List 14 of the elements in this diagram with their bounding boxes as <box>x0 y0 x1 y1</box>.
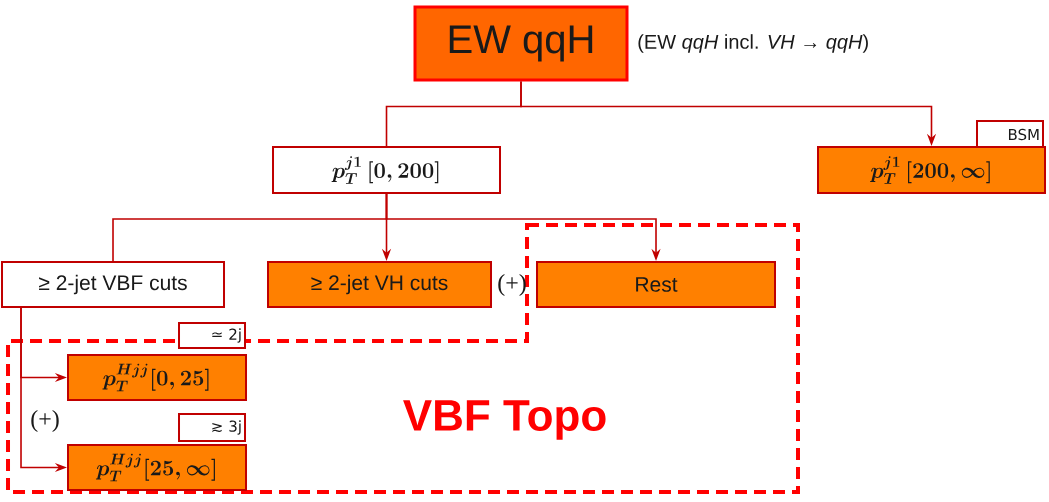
category-box: $\boldsymbol{p_T^{j1}\,[0,200]}$ <box>272 146 501 194</box>
category-box: ≥ 2-jet VH cuts <box>267 261 492 308</box>
plus-label: (+) <box>498 274 526 296</box>
side-note: (EW qqH incl. VH → qqH) <box>638 34 868 53</box>
category-box: ≥ 2-jet VBF cuts <box>1 261 225 308</box>
category-box: Rest <box>536 261 776 308</box>
plus-label: (+) <box>31 410 59 432</box>
category-box: $\boldsymbol{p_T^{j1}\,[200,\infty]}$ <box>817 146 1046 194</box>
category-box: $\boldsymbol{p_T^{Hjj}[25,\infty]}$ <box>67 444 247 491</box>
tag-box: BSM <box>976 120 1044 149</box>
process-box: EW qqH <box>413 5 629 82</box>
tag-box: ≃ 2j <box>178 322 246 349</box>
category-box: $\boldsymbol{p_T^{Hjj}[0,25]}$ <box>67 354 247 401</box>
tag-box: ≳ 3j <box>178 413 246 442</box>
